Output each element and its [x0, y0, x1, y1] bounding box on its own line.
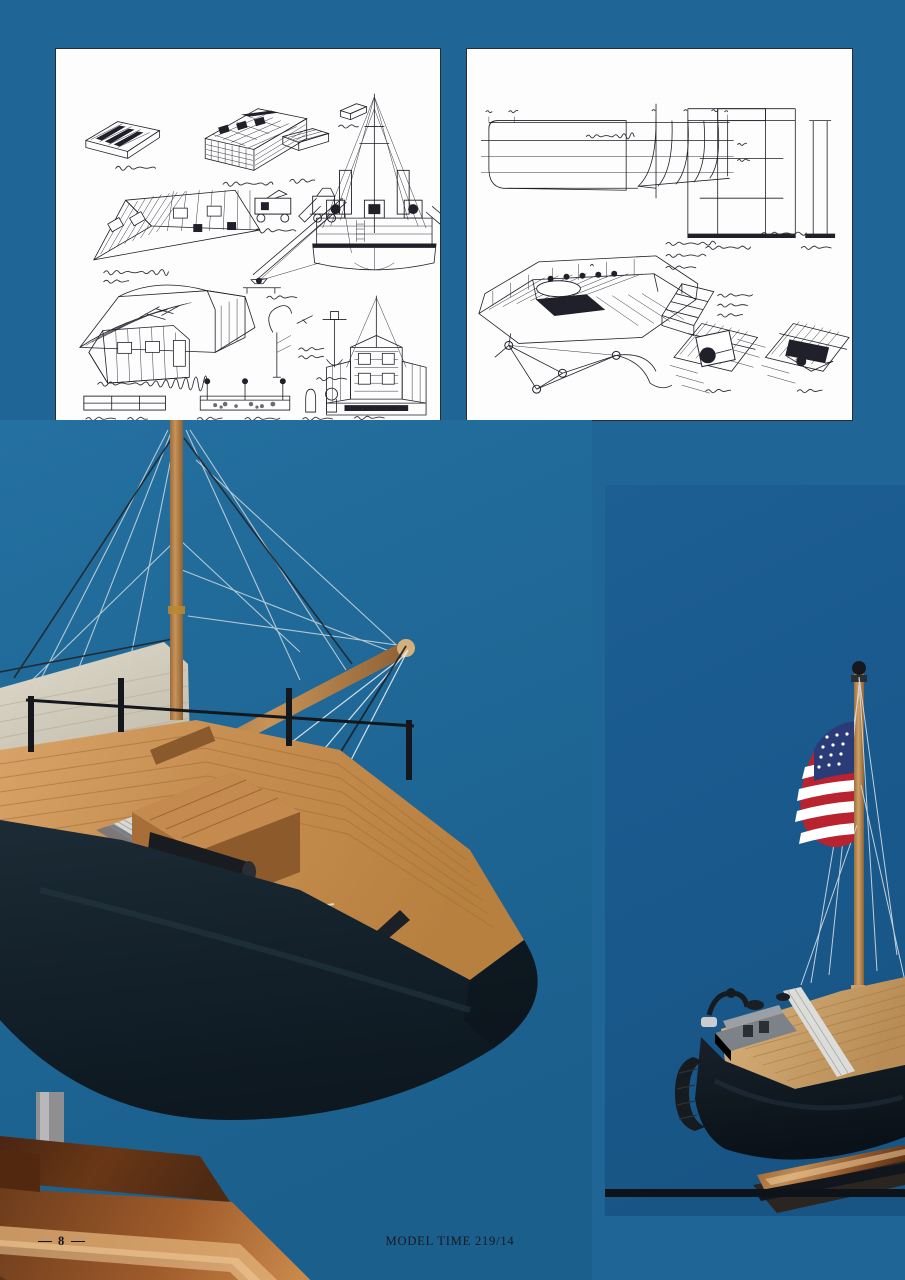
photo-ship-model-bow — [0, 420, 592, 1280]
sketch-frame-elevation — [687, 108, 836, 238]
hull — [695, 1037, 905, 1160]
display-stand — [0, 1092, 311, 1280]
mast-truck — [852, 661, 866, 675]
display-stand — [605, 1145, 905, 1213]
sketch-ladder — [661, 283, 715, 336]
deck-fittings — [701, 988, 797, 1061]
sketch-grating — [84, 121, 161, 159]
main-mast — [170, 420, 183, 720]
caption-deckhouse — [222, 178, 316, 187]
sketch-bottom-row — [83, 378, 338, 413]
caption-frames — [705, 245, 832, 250]
sketch-paddle-box-trapezoid — [93, 189, 261, 261]
hull — [0, 820, 538, 1120]
figure-technical-drawings-right — [466, 48, 853, 421]
caption-grating — [115, 165, 156, 171]
caption-trapezoid — [103, 269, 169, 284]
sketch-small-fitting — [339, 103, 368, 121]
caption-paddle-shed — [97, 375, 208, 392]
sketch-paddle-shed — [79, 284, 256, 384]
photo-ship-model-bow-art — [0, 420, 592, 1280]
sketch-deckhouse-skylight — [204, 108, 308, 171]
american-flag — [795, 721, 854, 848]
rail-stanchions — [25, 678, 415, 780]
photo-ship-model-stern-art — [605, 485, 905, 1216]
sketch-deck-perspective — [478, 255, 699, 344]
caption-ladder — [717, 293, 753, 318]
mast — [854, 665, 864, 995]
painted-rail — [783, 987, 855, 1077]
technical-drawing-left-art — [56, 49, 440, 420]
caption-bottom-row — [85, 416, 334, 420]
stern-fender — [675, 1057, 705, 1131]
sketch-panel-winch-right — [761, 321, 850, 384]
caption-panels — [705, 231, 823, 394]
sketch-hook-fitting — [268, 305, 313, 378]
photo-ship-model-stern — [605, 485, 905, 1216]
sketch-hull-lines-plan — [480, 103, 750, 199]
figure-technical-drawings-left — [55, 48, 441, 421]
sketch-bow-elevation — [298, 93, 440, 271]
caption-deck-perspective — [665, 240, 717, 270]
technical-drawing-right-art — [467, 49, 852, 420]
caption-stern — [353, 415, 385, 420]
sketch-hatch — [281, 128, 330, 152]
sketch-davit-crane — [243, 197, 352, 294]
sketch-stern-elevation — [326, 295, 427, 416]
sketch-panel-winch-left — [669, 321, 766, 394]
sketch-linkage-mechanism — [494, 333, 673, 394]
